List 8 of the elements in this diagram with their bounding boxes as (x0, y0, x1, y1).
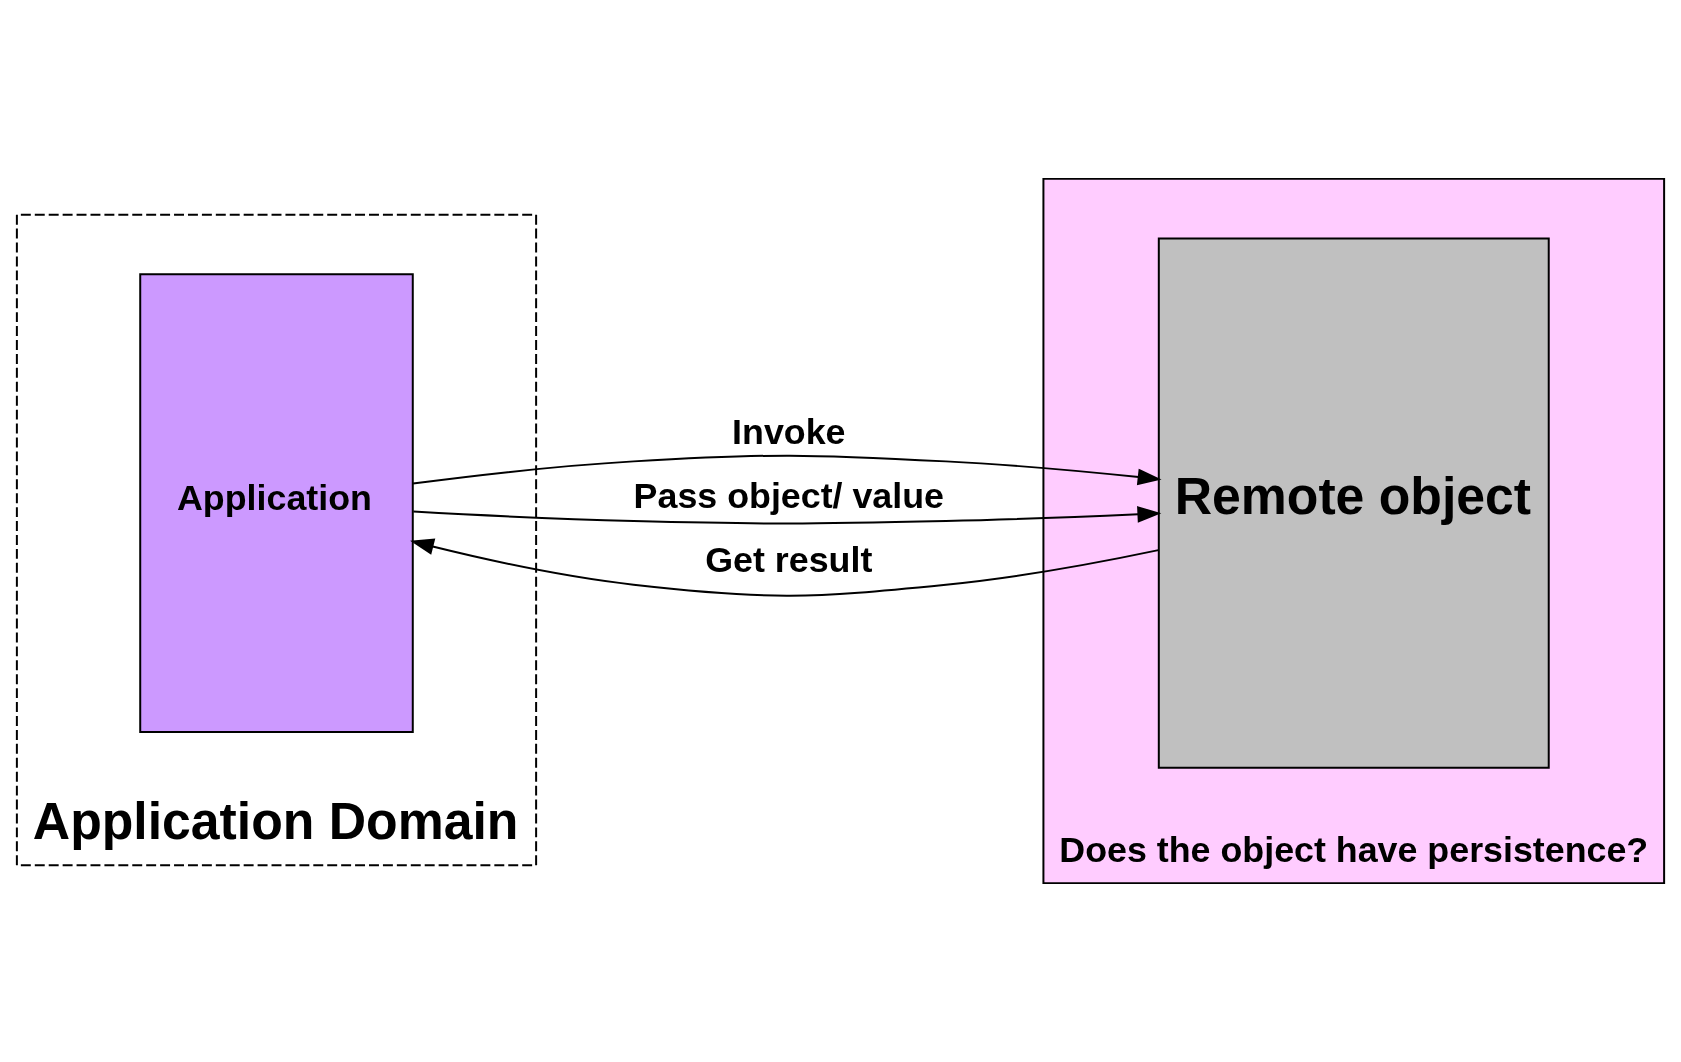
edge-label: Pass object/ value (633, 475, 945, 516)
edge-label: Invoke (732, 412, 846, 453)
arrow (412, 454, 1162, 486)
node-box: Remote object (1157, 237, 1550, 769)
edge-label: Get result (705, 539, 873, 580)
arrow (410, 538, 1160, 597)
node-box: Application (139, 273, 414, 733)
arrow (412, 506, 1162, 525)
